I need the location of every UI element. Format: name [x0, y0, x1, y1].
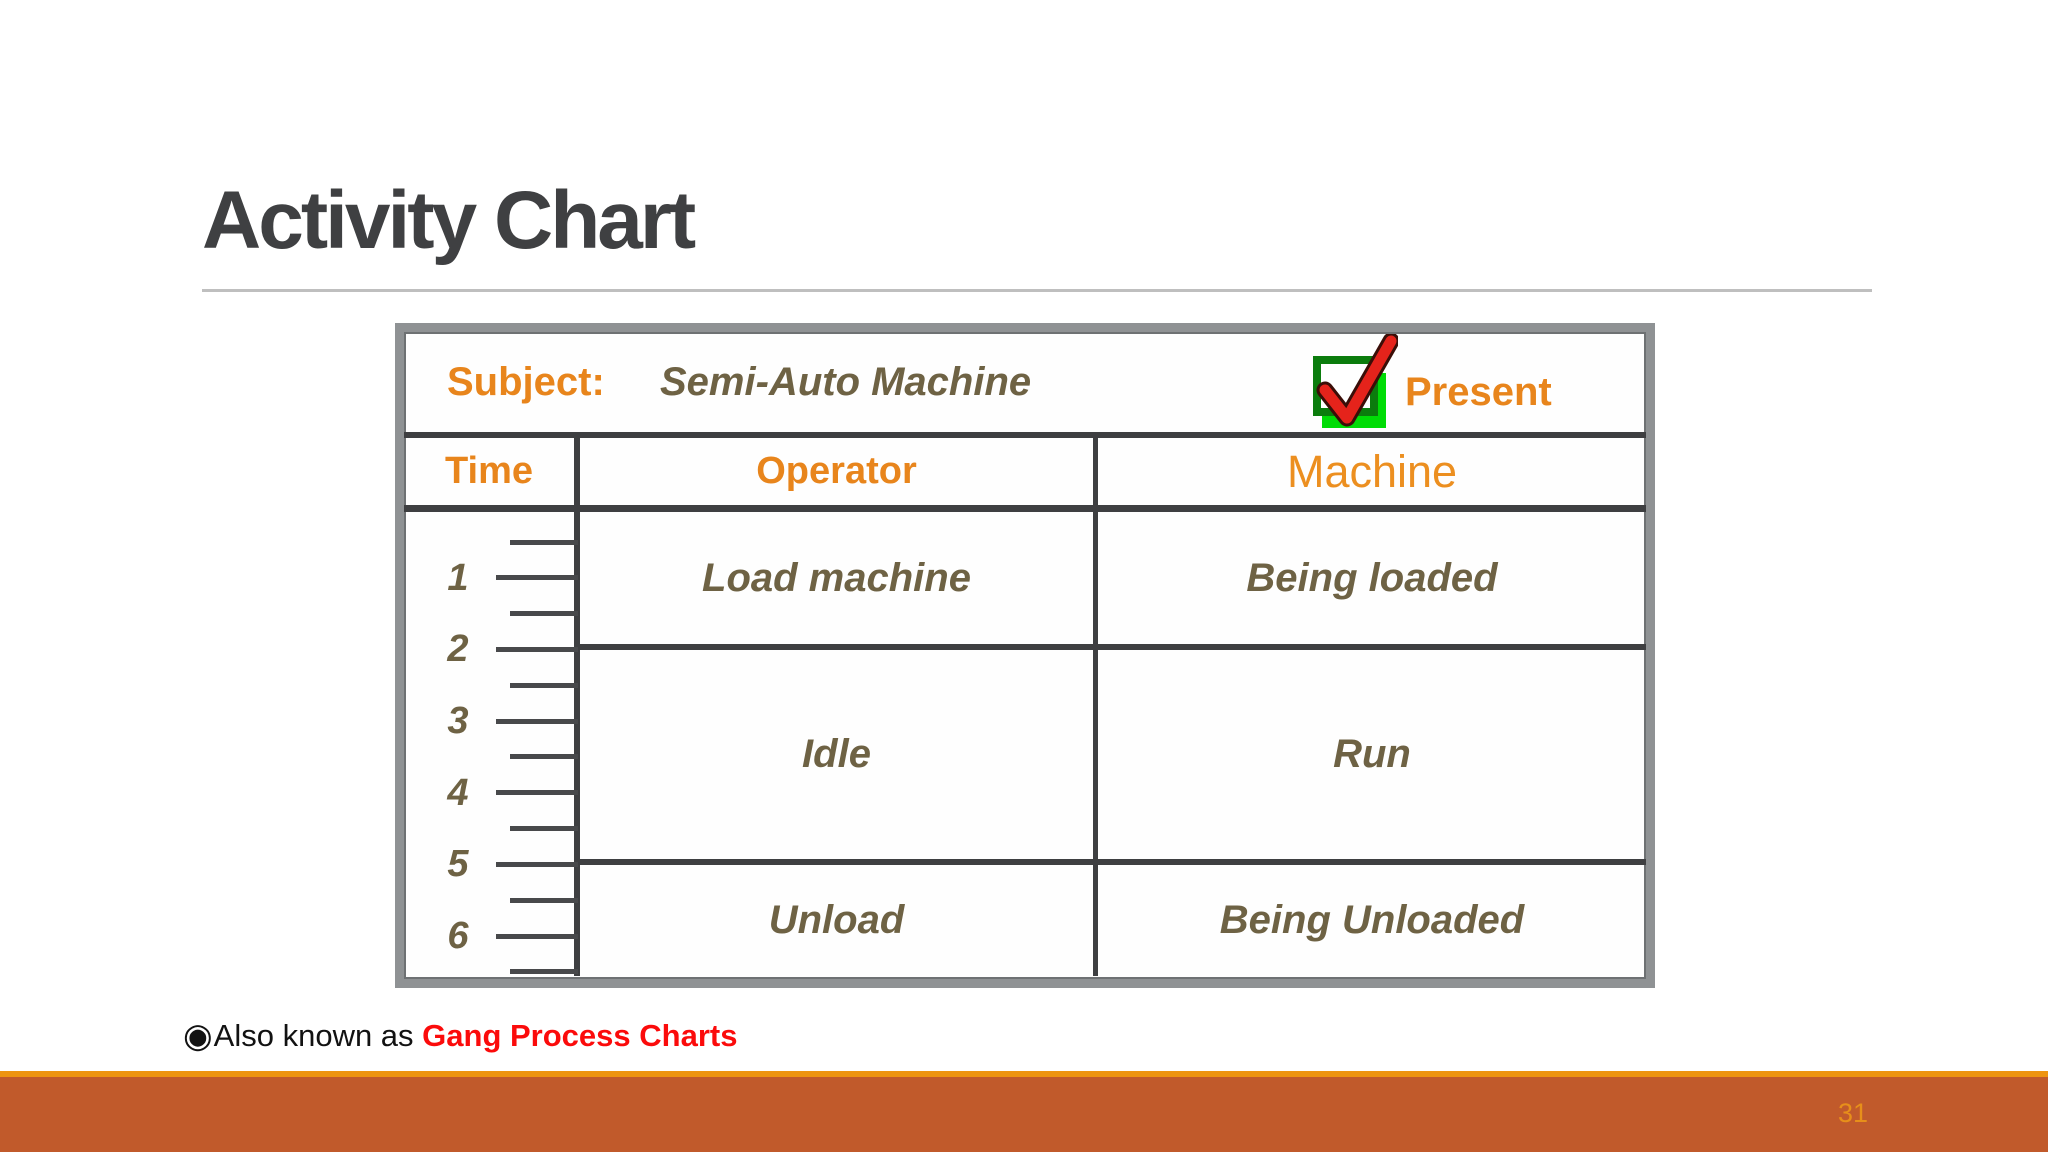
machine-activity-2: Run — [1333, 732, 1411, 776]
bullseye-bullet-icon: ◉ — [183, 1017, 213, 1055]
time-tick — [510, 826, 578, 832]
machine-activity-1: Being loaded — [1246, 555, 1498, 600]
time-scale-label: 2 — [447, 628, 469, 671]
time-scale-label: 4 — [447, 771, 469, 814]
time-tick — [496, 646, 578, 652]
header-row-border — [404, 505, 1646, 512]
time-tick — [510, 754, 578, 760]
column-header-time: Time — [444, 450, 533, 492]
row-divider-1 — [577, 644, 1646, 650]
time-tick — [496, 861, 578, 867]
column-header-machine: Machine — [1286, 445, 1458, 497]
time-tick — [510, 611, 578, 617]
time-tick — [496, 790, 578, 796]
time-scale-label: 1 — [447, 556, 469, 599]
time-column-divider — [574, 438, 580, 976]
time-tick — [510, 539, 578, 545]
time-tick — [496, 718, 578, 724]
time-tick — [496, 575, 578, 581]
operator-activity-1: Load machine — [702, 555, 971, 600]
column-header-operator: Operator — [756, 450, 917, 492]
time-scale-label: 6 — [447, 915, 469, 958]
page-number: 31 — [1837, 1098, 1869, 1128]
subject-value: Semi-Auto Machine — [660, 360, 1032, 404]
operator-activity-2: Idle — [802, 732, 871, 776]
time-tick — [510, 897, 578, 903]
present-label: Present — [1405, 370, 1552, 414]
time-scale-label: 5 — [447, 843, 469, 886]
title-divider — [202, 289, 1872, 292]
row-divider-2 — [577, 859, 1646, 865]
time-tick — [496, 933, 578, 939]
checked-checkbox-icon — [1313, 334, 1398, 428]
machine-activity-3: Being Unloaded — [1219, 898, 1525, 942]
operator-activity-3: Unload — [768, 898, 905, 942]
time-tick — [510, 682, 578, 688]
footer-bar — [0, 1077, 2048, 1152]
operator-machine-divider — [1093, 438, 1098, 976]
subject-row-border — [404, 432, 1646, 438]
time-tick — [510, 969, 578, 975]
footnote-highlight: Gang Process Charts — [422, 1018, 738, 1053]
activity-chart-table: Subject: Semi-Auto Machine Present Time … — [395, 323, 1655, 988]
subject-label: Subject: — [447, 360, 605, 404]
footer-accent-line — [0, 1071, 2048, 1077]
time-scale-label: 3 — [447, 700, 469, 743]
footnote: ◉Also known as Gang Process Charts — [183, 1012, 737, 1060]
page-title: Activity Chart — [202, 175, 696, 266]
footnote-text: Also known as — [213, 1018, 423, 1053]
